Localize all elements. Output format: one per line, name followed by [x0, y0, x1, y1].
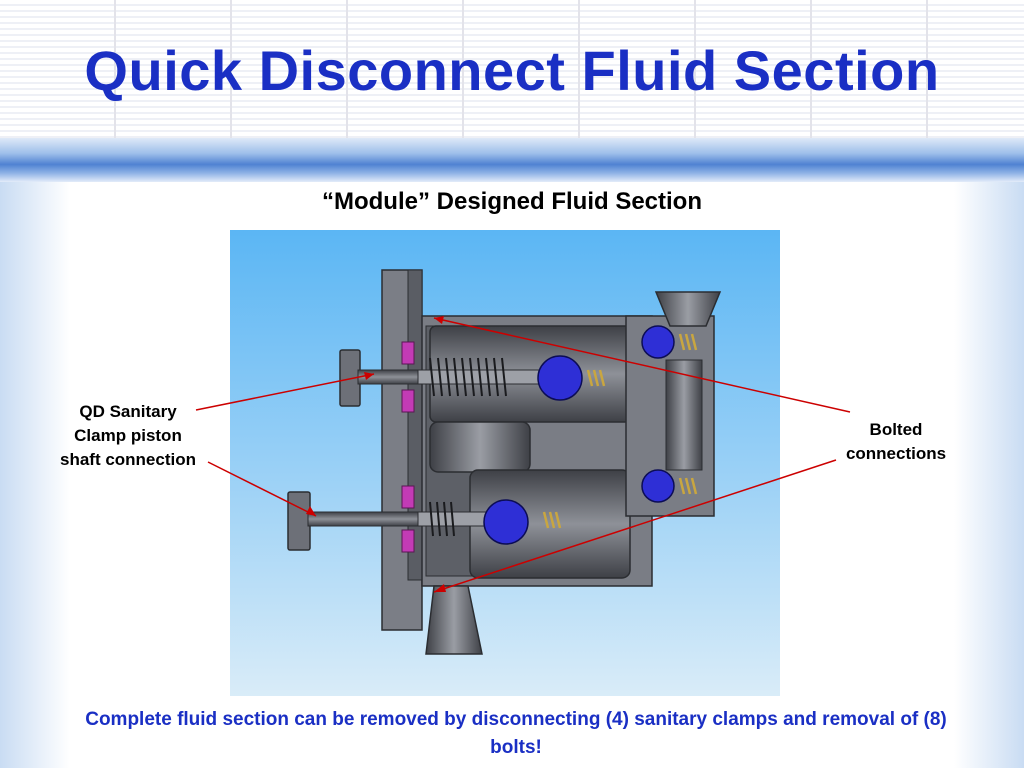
lower-seal-bottom — [401, 529, 415, 553]
diagram-subtitle: “Module” Designed Fluid Section — [321, 188, 702, 215]
header-banner: Quick Disconnect Fluid Section — [0, 0, 1024, 138]
lower-right-check-ball — [641, 469, 675, 503]
upper-shaft-stub — [357, 369, 419, 385]
middle-chamber — [429, 421, 531, 473]
callout-qd-sanitary-clamp: QD Sanitary Clamp piston shaft connectio… — [40, 400, 216, 472]
callout-right-line-1: Bolted — [869, 420, 923, 439]
right-edge-gradient — [954, 180, 1024, 768]
callout-right-line-2: connections — [845, 444, 947, 463]
left-edge-gradient — [0, 180, 70, 768]
lower-seal-top — [401, 485, 415, 509]
page-title: Quick Disconnect Fluid Section — [84, 39, 940, 102]
bottom-funnel — [425, 585, 483, 655]
callout-left-line-3: shaft connection — [59, 450, 196, 469]
fluid-section-diagram — [230, 230, 780, 696]
callout-left-line-2: Clamp piston — [74, 426, 182, 445]
upper-seal-top — [401, 341, 415, 365]
lower-handle — [287, 491, 311, 551]
upper-seal-bottom — [401, 389, 415, 413]
lower-check-ball — [483, 499, 529, 545]
callout-bolted-connections: Bolted connections — [826, 418, 966, 466]
top-right-check-ball — [641, 325, 675, 359]
lower-shaft-stub — [307, 511, 419, 527]
callout-left-line-1: QD Sanitary — [79, 402, 177, 421]
upper-check-ball — [537, 355, 583, 401]
header-divider-band — [0, 138, 1024, 182]
footer-note: Complete fluid section can be removed by… — [85, 709, 947, 758]
upper-handle — [339, 349, 361, 407]
manifold-tube — [665, 359, 703, 471]
fluid-section-drawing — [287, 269, 722, 655]
